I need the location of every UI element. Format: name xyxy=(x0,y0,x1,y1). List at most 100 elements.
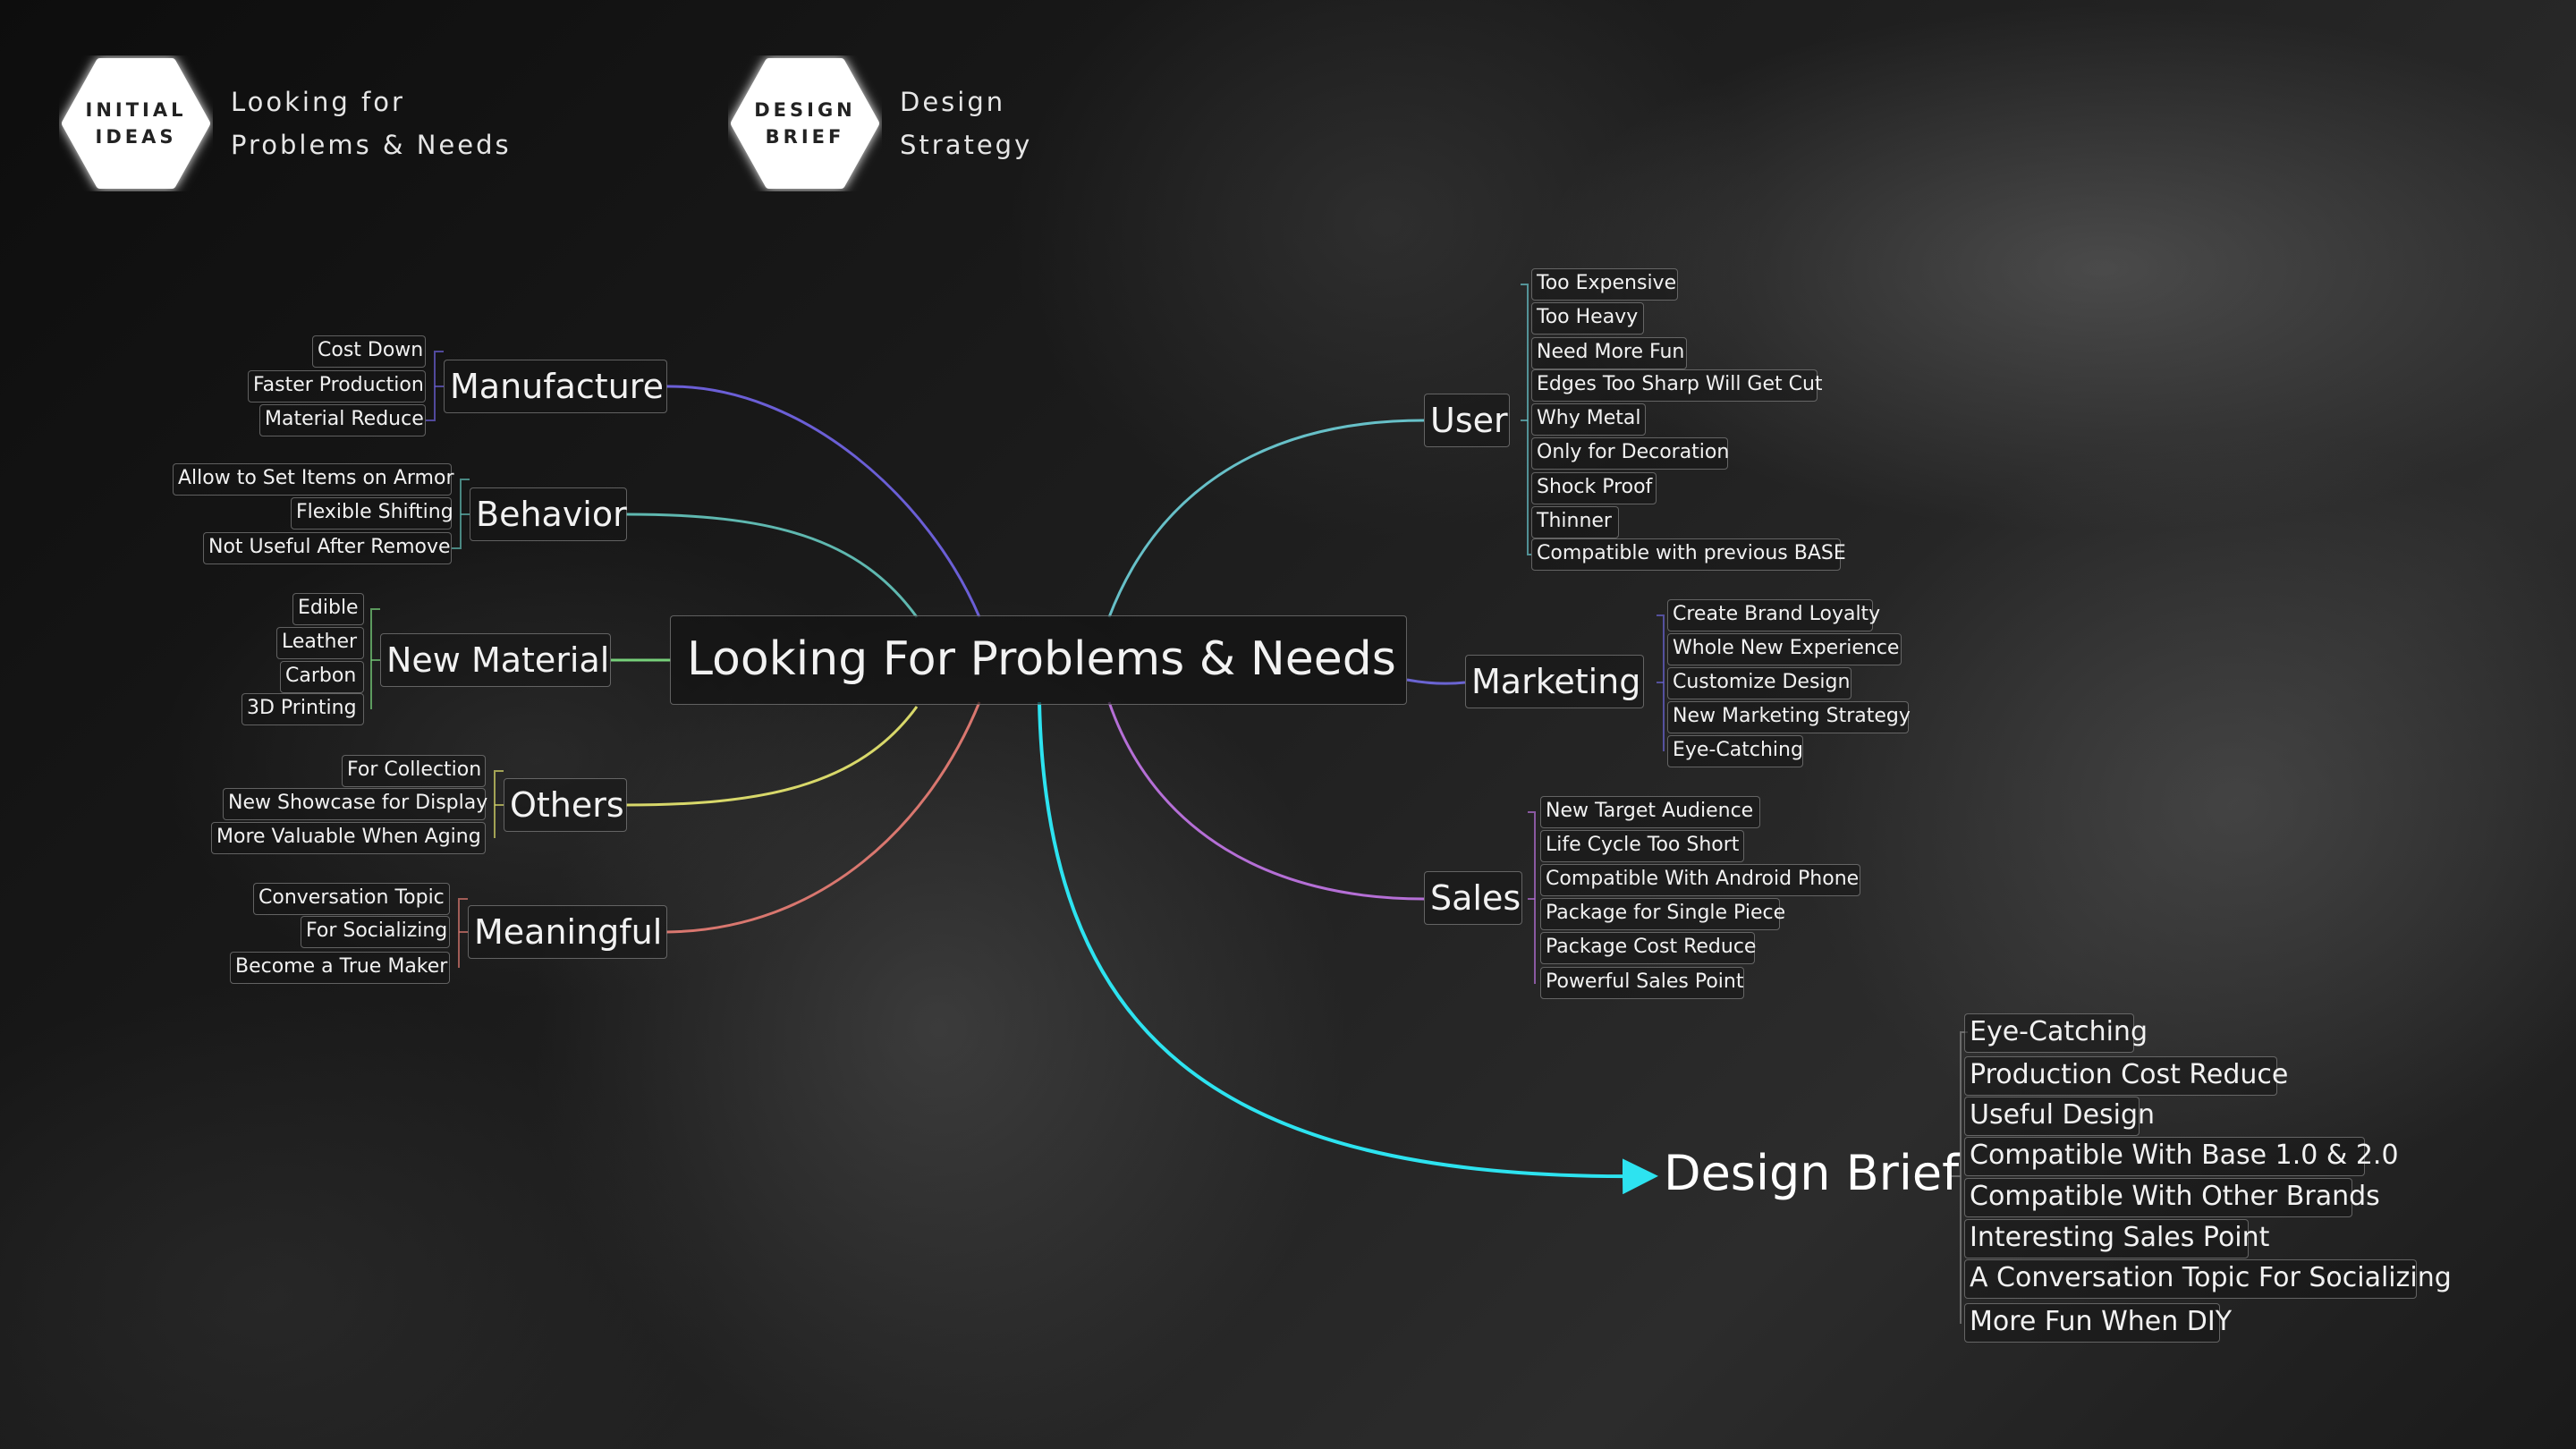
branch-sales[interactable]: Sales xyxy=(1424,871,1522,925)
design-brief-badge-label: DESIGN BRIEF xyxy=(754,99,856,148)
branch-label: Meaningful xyxy=(474,912,663,952)
brief-more-fun-when-diy[interactable]: More Fun When DIY xyxy=(1964,1303,2232,1343)
leaf-more-valuable[interactable]: More Valuable When Aging xyxy=(211,822,486,854)
connector-meaningful xyxy=(665,701,981,934)
branch-others[interactable]: Others xyxy=(504,778,627,832)
leaf-eye-catching-marketing[interactable]: Eye-Catching xyxy=(1667,735,1803,767)
leaf-label: Life Cycle Too Short xyxy=(1546,834,1740,856)
branch-label: Manufacture xyxy=(450,367,664,406)
connector-user xyxy=(1107,419,1425,618)
leaf-customize-design[interactable]: Customize Design xyxy=(1667,667,1852,699)
leaf-label: For Socializing xyxy=(306,919,448,942)
leaf-material-reduce[interactable]: Material Reduce xyxy=(259,404,426,436)
leaf-only-for-decoration[interactable]: Only for Decoration xyxy=(1531,437,1730,470)
leaf-label: Customize Design xyxy=(1673,671,1851,693)
leaf-faster-production[interactable]: Faster Production xyxy=(248,370,426,402)
branch-label: Behavior xyxy=(476,495,627,534)
leaf-conversation-topic[interactable]: Conversation Topic xyxy=(253,883,450,915)
leaf-label: Too Heavy xyxy=(1537,306,1639,328)
leaf-for-socializing[interactable]: For Socializing xyxy=(301,916,450,948)
leaf-label: New Target Audience xyxy=(1546,800,1754,822)
leaf-label: Edible xyxy=(298,597,359,619)
leaf-label: 3D Printing xyxy=(247,697,357,719)
leaf-carbon[interactable]: Carbon xyxy=(280,661,364,693)
brief-useful-design[interactable]: Useful Design xyxy=(1964,1097,2155,1136)
brief-eye-catching[interactable]: Eye-Catching xyxy=(1964,1013,2148,1053)
leaf-label: Compatible with previous BASE xyxy=(1537,542,1846,564)
leaf-label: More Fun When DIY xyxy=(1970,1306,2233,1337)
leaf-label: Flexible Shifting xyxy=(296,501,453,523)
leaf-life-cycle-too-short[interactable]: Life Cycle Too Short xyxy=(1540,830,1744,862)
leaf-label: Eye-Catching xyxy=(1970,1016,2148,1047)
connector-sales xyxy=(1107,701,1425,901)
leaf-label: Only for Decoration xyxy=(1537,441,1730,463)
leaf-label: New Showcase for Display xyxy=(228,792,488,814)
leaf-new-marketing-strategy[interactable]: New Marketing Strategy xyxy=(1667,701,1911,733)
leaf-label: Cost Down xyxy=(318,339,424,361)
brief-compatible-with-base[interactable]: Compatible With Base 1.0 & 2.0 xyxy=(1964,1137,2399,1176)
leaf-label: Carbon xyxy=(285,665,357,687)
leaf-label: Powerful Sales Point xyxy=(1546,970,1744,993)
brief-compatible-with-other-brands[interactable]: Compatible With Other Brands xyxy=(1964,1178,2380,1217)
leaf-label: Need More Fun xyxy=(1537,341,1685,363)
leaf-label: Useful Design xyxy=(1970,1099,2156,1131)
leaf-powerful-sales-point[interactable]: Powerful Sales Point xyxy=(1540,967,1744,999)
leaf-label: Become a True Maker xyxy=(235,955,448,978)
leaf-need-more-fun[interactable]: Need More Fun xyxy=(1531,337,1687,369)
design-brief-hex-badge xyxy=(731,58,879,189)
root-node[interactable]: Looking For Problems & Needs xyxy=(670,615,1407,705)
leaf-allow-to-set-items[interactable]: Allow to Set Items on Armor xyxy=(173,463,454,496)
brief-production-cost-reduce[interactable]: Production Cost Reduce xyxy=(1964,1056,2288,1096)
leaf-whole-new-experience[interactable]: Whole New Experience xyxy=(1667,633,1902,665)
branch-manufacture[interactable]: Manufacture xyxy=(444,360,667,413)
brief-interesting-sales-point[interactable]: Interesting Sales Point xyxy=(1964,1219,2269,1258)
branch-meaningful[interactable]: Meaningful xyxy=(468,905,667,959)
leaf-label: Package Cost Reduce xyxy=(1546,936,1757,958)
design-brief-title[interactable]: Design Brief xyxy=(1664,1145,1960,1201)
branch-marketing[interactable]: Marketing xyxy=(1465,655,1644,708)
leaf-new-showcase[interactable]: New Showcase for Display xyxy=(223,788,488,820)
leaf-too-expensive[interactable]: Too Expensive xyxy=(1531,268,1678,301)
leaf-label: New Marketing Strategy xyxy=(1673,705,1911,727)
leaf-package-for-single-piece[interactable]: Package for Single Piece xyxy=(1540,898,1785,930)
branch-label: New Material xyxy=(386,640,610,680)
leaf-label: Production Cost Reduce xyxy=(1970,1059,2289,1090)
leaf-too-heavy[interactable]: Too Heavy xyxy=(1531,302,1644,335)
leaf-compatible-with-android[interactable]: Compatible With Android Phone xyxy=(1540,864,1860,896)
leaf-label: Too Expensive xyxy=(1537,272,1677,294)
leaf-become-a-true-maker[interactable]: Become a True Maker xyxy=(230,952,450,984)
leaf-why-metal[interactable]: Why Metal xyxy=(1531,403,1646,436)
leaf-cost-down[interactable]: Cost Down xyxy=(312,335,426,368)
leaf-package-cost-reduce[interactable]: Package Cost Reduce xyxy=(1540,932,1757,964)
branch-new-material[interactable]: New Material xyxy=(380,633,611,687)
leaf-3d-printing[interactable]: 3D Printing xyxy=(242,693,364,725)
leaf-flexible-shifting[interactable]: Flexible Shifting xyxy=(291,497,453,530)
brief-conversation-topic[interactable]: A Conversation Topic For Socializing xyxy=(1964,1259,2452,1299)
branch-user[interactable]: User xyxy=(1424,394,1510,447)
leaf-thinner[interactable]: Thinner xyxy=(1531,506,1619,538)
leaf-label: Shock Proof xyxy=(1537,476,1653,498)
leaf-shock-proof[interactable]: Shock Proof xyxy=(1531,472,1657,504)
branch-label: User xyxy=(1430,401,1508,440)
branch-label: Sales xyxy=(1430,878,1521,918)
leaf-label: Allow to Set Items on Armor xyxy=(178,467,454,489)
leaf-create-brand-loyalty[interactable]: Create Brand Loyalty xyxy=(1667,599,1880,631)
leaf-not-useful-after-remove[interactable]: Not Useful After Remove xyxy=(203,532,452,564)
leaf-label: Create Brand Loyalty xyxy=(1673,603,1881,625)
leaf-label: Material Reduce xyxy=(265,408,424,430)
leaf-new-target-audience[interactable]: New Target Audience xyxy=(1540,796,1760,828)
leaf-leather[interactable]: Leather xyxy=(276,627,364,659)
initial-ideas-hex-badge xyxy=(62,58,210,189)
leaf-edges-too-sharp[interactable]: Edges Too Sharp Will Get Cut xyxy=(1531,369,1823,402)
connector-marketing xyxy=(1406,678,1466,685)
leaf-label: Conversation Topic xyxy=(258,886,445,909)
leaf-label: Compatible With Android Phone xyxy=(1546,868,1860,890)
initial-ideas-caption: Looking for Problems & Needs xyxy=(231,87,512,160)
leaf-for-collection[interactable]: For Collection xyxy=(342,755,486,787)
branch-behavior[interactable]: Behavior xyxy=(470,487,627,541)
leaf-compatible-with-previous-base[interactable]: Compatible with previous BASE xyxy=(1531,538,1846,571)
leaf-label: Why Metal xyxy=(1537,407,1641,429)
leaf-edible[interactable]: Edible xyxy=(292,593,364,625)
leaf-label: Not Useful After Remove xyxy=(208,536,451,558)
